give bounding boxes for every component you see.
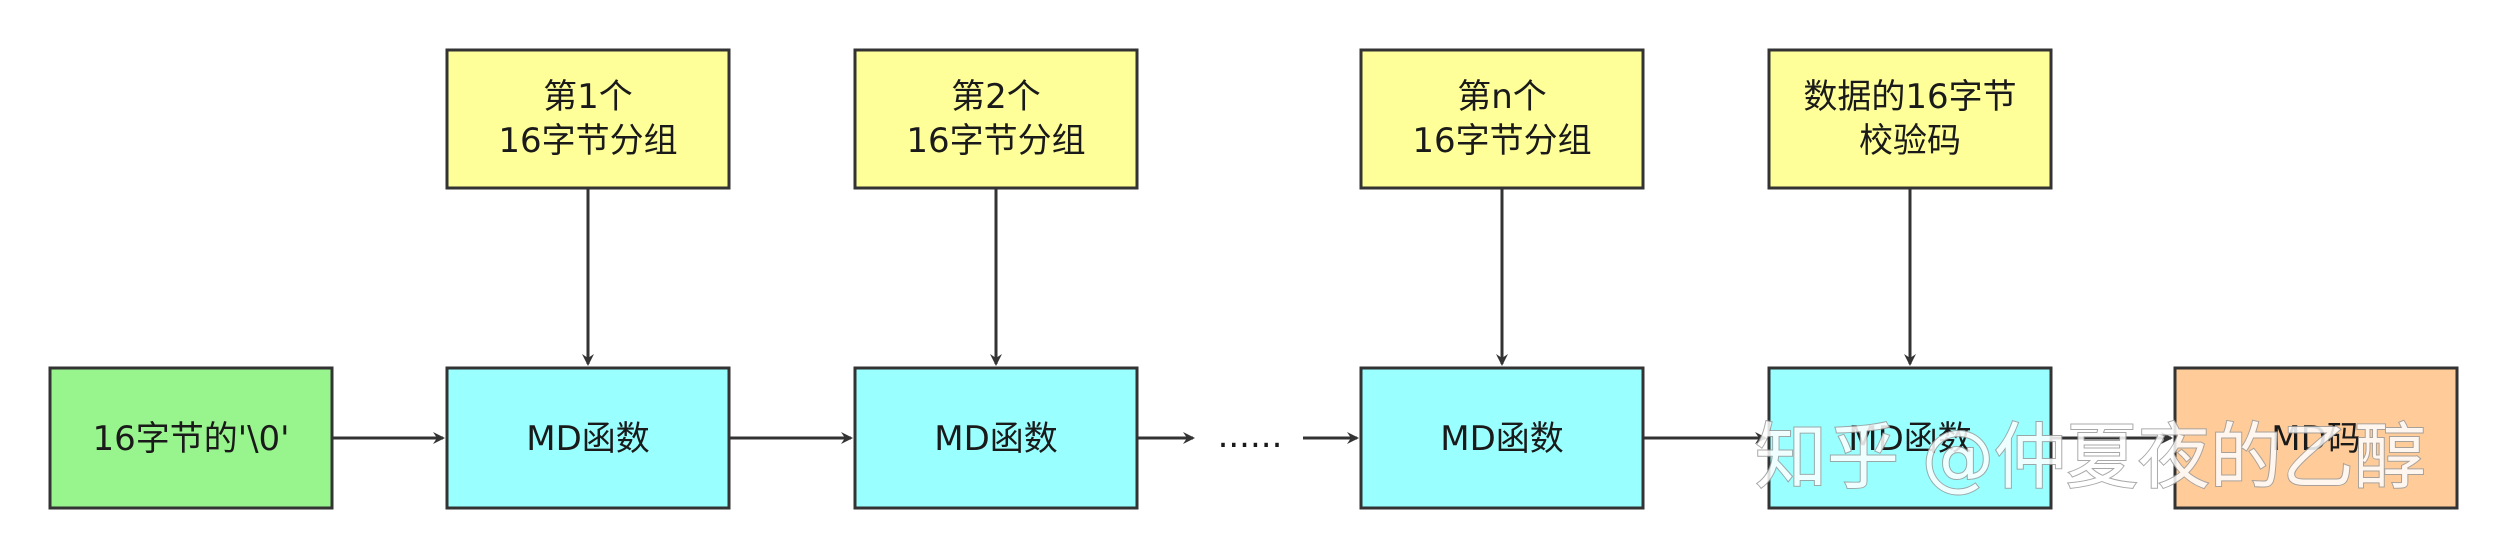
group-box-1-line1: 第1个 (543, 77, 633, 117)
md-box-3: MD函数 (1359, 366, 1645, 510)
start-box-label: 16字节的'\0' (92, 419, 289, 459)
group-box-2: 第2个 16字节分组 (853, 48, 1139, 190)
checksum-box-line2: 校验码 (1859, 121, 1961, 161)
start-box: 16字节的'\0' (48, 366, 334, 510)
watermark-text: 知乎 @仲夏夜的乙醇 (1755, 415, 2426, 499)
md-box-3-label: MD函数 (1440, 419, 1564, 459)
md-box-1: MD函数 (445, 366, 731, 510)
group-box-1-line2: 16字节分组 (498, 121, 677, 161)
group-box-n: 第n个 16字节分组 (1359, 48, 1645, 190)
group-box-2-line1: 第2个 (951, 77, 1041, 117)
md-box-2: MD函数 (853, 366, 1139, 510)
group-box-2-line2: 16字节分组 (906, 121, 1085, 161)
group-box-1: 第1个 16字节分组 (445, 48, 731, 190)
md-box-1-label: MD函数 (526, 419, 650, 459)
result-box-label: MD码 (2271, 419, 2361, 459)
md-box-4: MD函数 (1767, 366, 2053, 510)
md-box-4-label: MD函数 (1848, 419, 1972, 459)
checksum-box-line1: 数据的16字节 (1803, 77, 2016, 117)
checksum-box: 数据的16字节 校验码 (1767, 48, 2053, 190)
group-box-n-line1: 第n个 (1457, 77, 1547, 117)
md-box-2-label: MD函数 (934, 419, 1058, 459)
result-box: MD码 (2173, 366, 2459, 510)
group-box-n-line2: 16字节分组 (1412, 121, 1591, 161)
ellipsis-text: ...... (1218, 416, 1283, 456)
